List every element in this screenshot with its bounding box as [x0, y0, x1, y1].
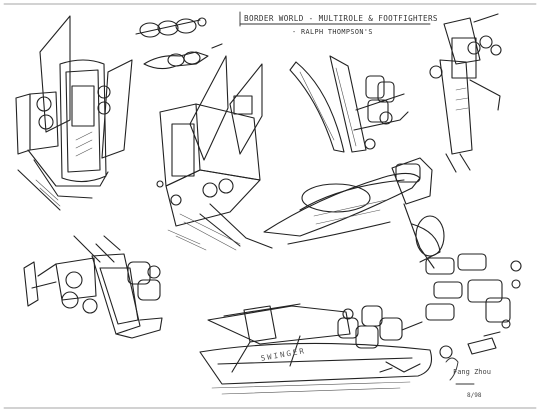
signature-date: 8/98 — [467, 392, 482, 399]
sketch-fighter-narrow-pods — [289, 55, 409, 153]
signature-scribble — [445, 357, 475, 385]
sketch-fighter-swept-center — [263, 157, 445, 269]
sketch-missile-parts-top — [135, 17, 223, 70]
sketch-small-parts-bottom — [379, 331, 501, 373]
sketch-fighter-upright-left — [15, 15, 133, 211]
sheet-frame — [3, 3, 537, 409]
signature-name: Fang Zhou — [453, 368, 491, 376]
caption-bracket — [239, 11, 431, 27]
sketch-fighter-forward-pods — [23, 235, 163, 339]
caption-subtitle: - RALPH THOMPSON'S — [292, 28, 373, 36]
sketch-fighter-twin-fin — [156, 55, 273, 251]
sketch-fighter-long-hull — [199, 303, 433, 395]
sketch-fighter-vertical-right — [429, 13, 502, 173]
caption-title: BORDER WORLD - MULTIROLE & FOOTFIGHTERS — [244, 14, 438, 23]
sketch-pod-parts-right — [425, 253, 522, 329]
